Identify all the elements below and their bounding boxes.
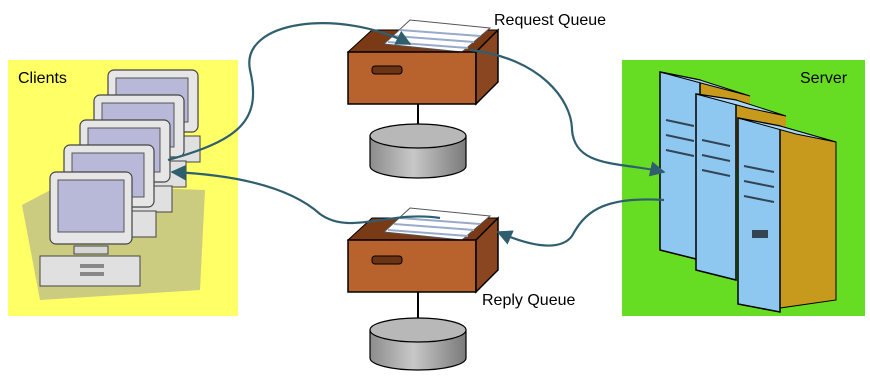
client-computers [22,69,205,300]
reply-queue [346,207,500,371]
queue-tray-icon [346,207,500,294]
server-label: Server [800,70,848,87]
request-queue-label: Request Queue [494,12,607,29]
database-icon [369,317,467,371]
server-tower-icon [737,117,837,313]
client-to-request-queue-arrow [167,22,412,162]
request-queue-to-server-arrow [469,48,666,177]
server-to-reply-queue-arrow [496,198,665,247]
clients-label: Clients [18,70,67,87]
reply-queue-to-client-arrow [170,164,441,225]
queue-tray-icon [346,19,500,106]
database-icon [369,123,467,179]
server-towers [659,71,837,313]
reply-queue-label: Reply Queue [482,292,576,309]
client-computer-icon [39,171,141,287]
request-queue [346,19,500,179]
